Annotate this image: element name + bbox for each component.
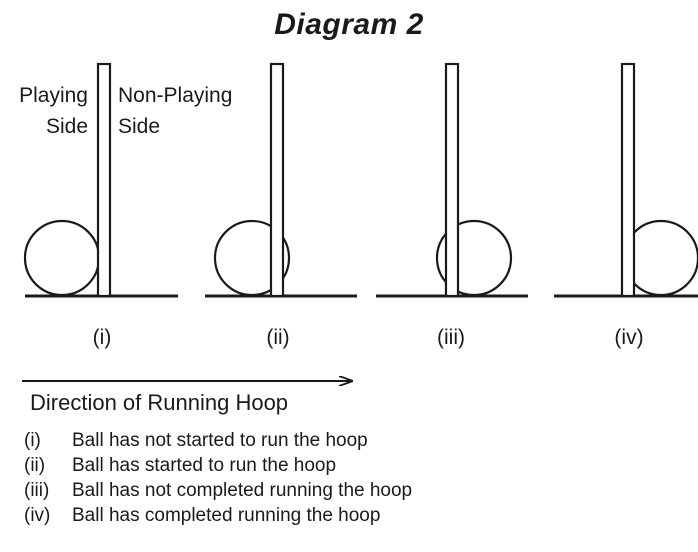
stage-iv-hoop-wire [620, 62, 636, 298]
stage-iii-figure [376, 62, 528, 298]
non-playing-side-label-line2: Side [118, 115, 161, 138]
stage-i-label: (i) [92, 326, 112, 349]
stage-ii-figure [205, 62, 357, 298]
legend: (i)Ball has not started to run the hoop … [24, 428, 412, 528]
direction-label: Direction of Running Hoop [30, 390, 289, 415]
legend-item: (iii) Ball has not completed running the … [24, 478, 412, 503]
non-playing-side-label-line1: Non-Playing [118, 84, 233, 107]
legend-text: Ball has not started to run the hoop [72, 430, 368, 451]
stage-i-ball [23, 219, 101, 297]
playing-side-label-line1: Playing [19, 84, 88, 107]
playing-side-label-line2: Side [45, 115, 88, 138]
legend-item: (iv) Ball has completed running the hoop [24, 503, 412, 528]
legend-key: (iii) [24, 480, 50, 501]
legend-item: (i) Ball has not started to run the hoop [24, 428, 412, 453]
legend-key: (ii) [24, 455, 46, 476]
legend-key: (iv) [24, 505, 51, 526]
non-playing-side-label: Non-Playing Side [118, 80, 232, 142]
stage-iv-figure [554, 62, 698, 298]
stage-iv-label: (iv) [614, 326, 644, 349]
legend-text: Ball has completed running the hoop [72, 505, 381, 526]
legend-text: Ball has started to run the hoop [72, 455, 337, 476]
stage-i-figure [23, 62, 178, 298]
playing-side-label: Playing Side [10, 80, 88, 142]
stage-iii-label: (iii) [437, 326, 465, 349]
legend-key: (i) [24, 430, 41, 451]
diagram-title: Diagram 2 [274, 8, 424, 41]
legend-text: Ball has not completed running the hoop [72, 480, 413, 501]
stage-i-hoop-wire [96, 62, 112, 298]
stage-iii-hoop-wire [444, 62, 460, 298]
stage-ii-hoop-wire [269, 62, 285, 298]
stage-ii-label: (ii) [266, 326, 290, 349]
legend-item: (ii) Ball has started to run the hoop [24, 453, 412, 478]
